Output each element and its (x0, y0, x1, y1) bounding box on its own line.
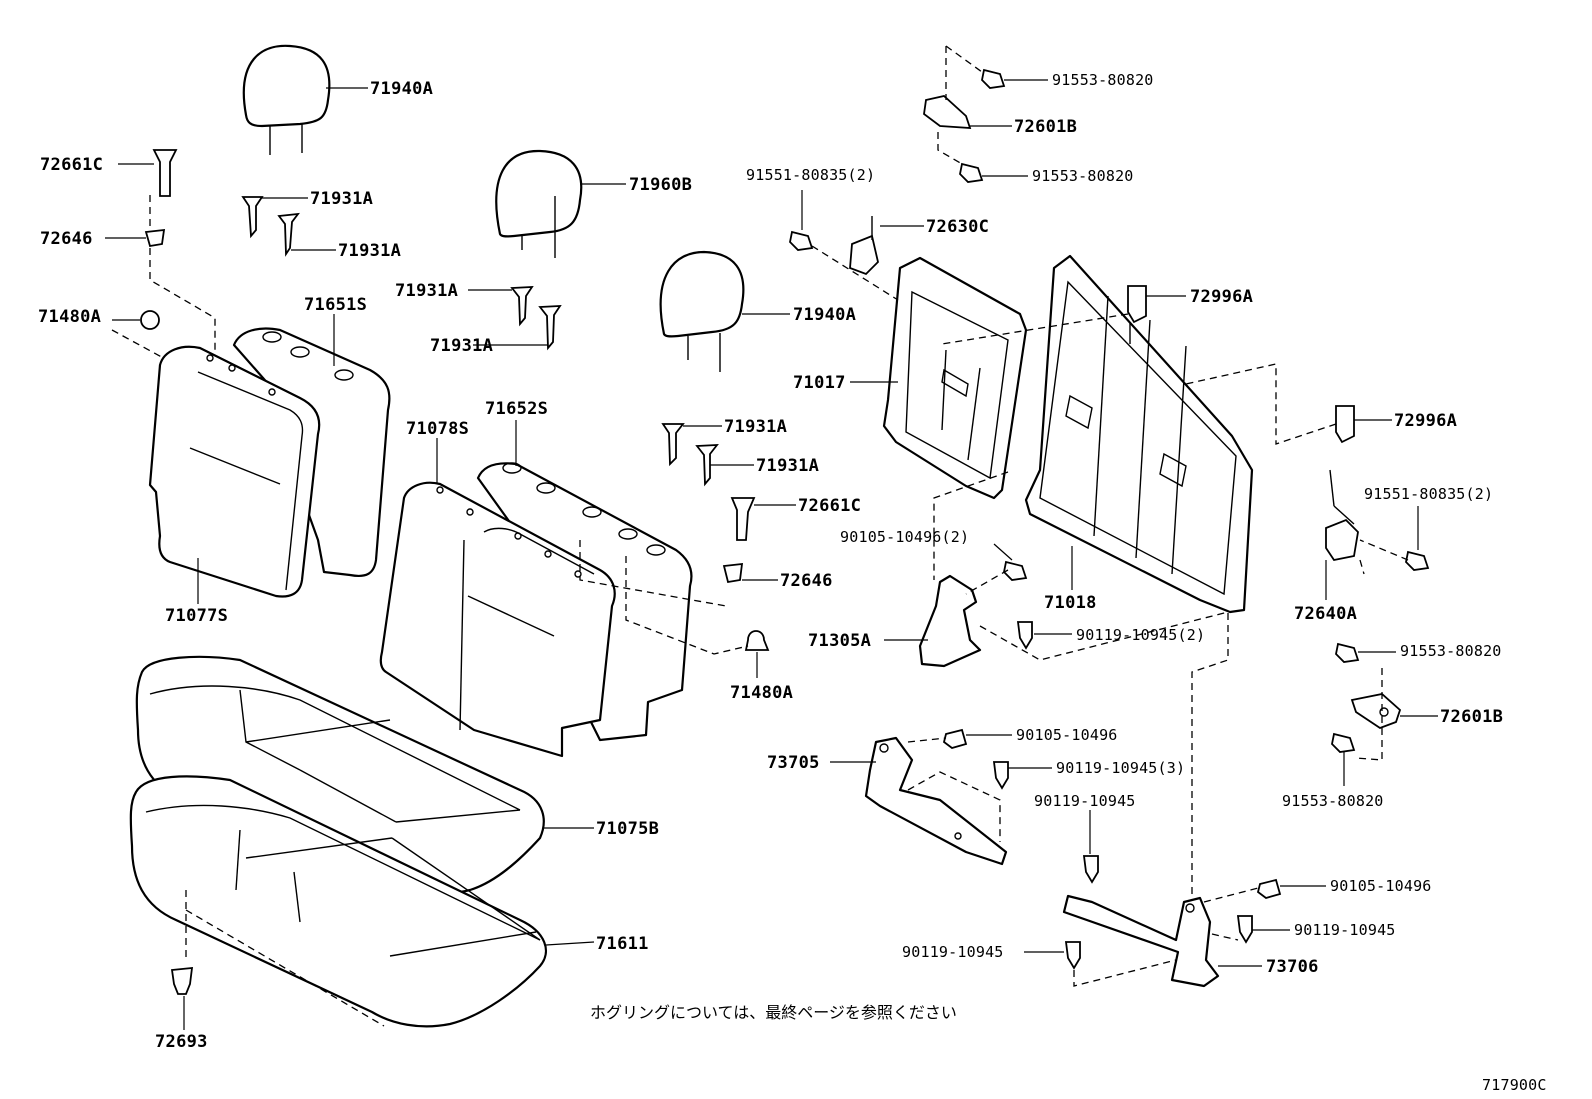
label-hinge-bracket: 72630C (926, 217, 989, 237)
bezel-right (722, 562, 744, 584)
bolt-90119-e (1064, 941, 1081, 970)
bolt-90105-c (1256, 878, 1282, 899)
label-bezel-right: 72646 (780, 571, 833, 591)
hinge-bracket-72630C (849, 216, 879, 276)
label-bolt-90119-c: 90119-10945 (1034, 792, 1136, 810)
cushion-clip (170, 966, 194, 995)
label-knob-right: 72661C (798, 496, 861, 516)
cap-right (744, 630, 770, 651)
label-bolt-right-1: 91553-80820 (1400, 642, 1502, 660)
seatback-frame-left (882, 256, 1028, 500)
label-bolt-90119-a: 90119-10945(2) (1076, 626, 1205, 644)
bolt-91551-left (789, 230, 814, 251)
lock-assy-72640A (1325, 469, 1359, 562)
label-bolt-right-2: 91553-80820 (1282, 792, 1384, 810)
bolt-90105-b (942, 728, 968, 749)
headrest-center (495, 149, 583, 258)
seat-cushion-cover (135, 655, 545, 894)
label-hinge-left: 73705 (767, 753, 820, 773)
bolt-90105-a (1003, 560, 1028, 581)
label-lock-assy: 72640A (1294, 604, 1357, 624)
figure-code: 717900C (1482, 1076, 1547, 1094)
label-bolt-90119-b: 90119-10945(3) (1056, 759, 1185, 777)
seatback-pad-right (379, 481, 616, 758)
seatback-pad-left (148, 345, 321, 598)
label-knob-left: 72661C (40, 155, 103, 175)
label-bolt-90105-a: 90105-10496(2) (840, 528, 969, 546)
label-bracket-right: 72601B (1440, 707, 1503, 727)
bolt-90119-d (1236, 915, 1253, 944)
bolt-top-2 (959, 162, 984, 183)
striker-1 (1127, 285, 1147, 344)
label-bracket-top: 72601B (1014, 117, 1077, 137)
label-frame-right: 71018 (1044, 593, 1097, 613)
label-guide-3: 71931A (395, 281, 458, 301)
label-bolt-top-2: 91553-80820 (1032, 167, 1134, 185)
label-bolt-90105-c: 90105-10496 (1330, 877, 1432, 895)
knob-right (730, 497, 756, 541)
label-back-cover-left: 71651S (304, 295, 367, 315)
label-headrest-top: 71940A (370, 79, 433, 99)
label-bolt-top-1: 91553-80820 (1052, 71, 1154, 89)
label-headrest-mid: 71940A (793, 305, 856, 325)
bezel-left (144, 228, 166, 248)
bolt-right-1 (1335, 642, 1360, 663)
seat-cushion-pad (129, 775, 548, 1028)
bracket-top-72601B (923, 95, 972, 129)
label-hinge-support: 71305A (808, 631, 871, 651)
bolt-91551-right (1405, 550, 1430, 571)
label-bolt-90119-e: 90119-10945 (902, 943, 1004, 961)
label-back-pad-right: 71078S (406, 419, 469, 439)
label-guide-1: 71931A (310, 189, 373, 209)
label-guide-2: 71931A (338, 241, 401, 261)
part-labels: 71940A 71960B 71940A 71931A 71931A 71931… (38, 71, 1503, 1052)
label-bolt-915-left: 91551-80835(2) (746, 166, 875, 184)
cap-left (140, 310, 160, 330)
label-guide-6: 71931A (756, 456, 819, 476)
hinge-support-71305A (918, 574, 982, 668)
label-back-pad-left: 71077S (165, 606, 228, 626)
label-headrest-center: 71960B (629, 175, 692, 195)
label-hinge-right: 73706 (1266, 957, 1319, 977)
bracket-right-72601B (1350, 693, 1402, 730)
hinge-73705 (864, 736, 1008, 866)
label-frame-left: 71017 (793, 373, 846, 393)
bolt-90119-a (1016, 621, 1033, 650)
label-cushion-cover: 71075B (596, 819, 659, 839)
label-cap-right: 71480A (730, 683, 793, 703)
label-cushion-pad: 71611 (596, 934, 649, 954)
hinge-73706 (1062, 894, 1220, 988)
striker-2 (1335, 405, 1355, 444)
label-bezel-left: 72646 (40, 229, 93, 249)
bolt-90119-b (992, 761, 1009, 790)
label-back-cover-right: 71652S (485, 399, 548, 419)
label-striker-1: 72996A (1190, 287, 1253, 307)
label-guide-5: 71931A (724, 417, 787, 437)
label-guide-4: 71931A (430, 336, 493, 356)
bolt-top-1 (981, 68, 1006, 89)
bolt-right-2 (1331, 732, 1356, 753)
label-bolt-90105-b: 90105-10496 (1016, 726, 1118, 744)
guides (241, 196, 719, 487)
headrest-right (659, 250, 745, 372)
label-striker-2: 72996A (1394, 411, 1457, 431)
label-cap-left: 71480A (38, 307, 101, 327)
label-clip: 72693 (155, 1032, 208, 1052)
hog-ring-note: ホグリングについては、最終ページを参照ください (590, 1003, 957, 1022)
seatback-frame-right (1024, 254, 1254, 614)
knob-left (152, 149, 178, 197)
label-bolt-90119-d: 90119-10945 (1294, 921, 1396, 939)
label-bolt-915-right: 91551-80835(2) (1364, 485, 1493, 503)
bolt-90119-c (1082, 855, 1099, 884)
headrest-top-left (242, 44, 331, 155)
